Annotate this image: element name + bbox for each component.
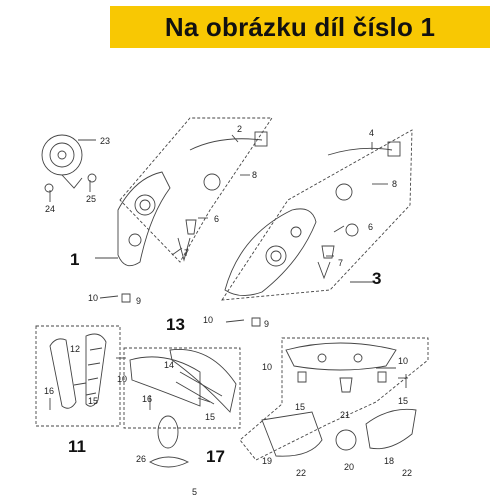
indicator-11-part <box>35 325 121 427</box>
callout-number: 24 <box>45 204 55 214</box>
callout-number: 19 <box>262 456 272 466</box>
indicator-13-part <box>116 347 241 429</box>
callout-number: 10 <box>398 356 408 366</box>
callout-number: 15 <box>205 412 215 422</box>
group-label-11: 11 <box>68 437 86 456</box>
callout-labels: 23 24 25 2 8 6 7 10 9 4 8 6 7 10 9 12 16… <box>44 124 412 497</box>
horn-part <box>41 134 97 193</box>
callout-number: 10 <box>117 374 127 384</box>
group-label-13: 13 <box>166 315 185 334</box>
callout-number: 22 <box>402 468 412 478</box>
callout-number: 16 <box>142 394 152 404</box>
callout-number: 16 <box>44 386 54 396</box>
group-label-3: 3 <box>372 269 381 288</box>
callout-number: 23 <box>100 136 110 146</box>
callout-number: 12 <box>70 344 80 354</box>
callout-number: 2 <box>237 124 242 134</box>
callout-number: 14 <box>164 360 174 370</box>
callout-number: 9 <box>264 319 269 329</box>
callout-number: 22 <box>296 468 306 478</box>
callout-number: 8 <box>252 170 257 180</box>
title-banner: Na obrázku díl číslo 1 <box>110 6 490 48</box>
callout-number: 10 <box>262 362 272 372</box>
callout-number: 20 <box>344 462 354 472</box>
callout-number: 6 <box>214 214 219 224</box>
callout-number: 10 <box>203 315 213 325</box>
reflector-part <box>149 415 190 468</box>
callout-number: 10 <box>88 293 98 303</box>
group-label-1: 1 <box>70 250 79 269</box>
headlight-3-part <box>221 129 413 327</box>
callout-number: 15 <box>398 396 408 406</box>
headlight-1-part <box>99 117 273 303</box>
callout-number: 7 <box>184 248 189 258</box>
callout-number: 7 <box>338 258 343 268</box>
page-title: Na obrázku díl číslo 1 <box>164 11 436 42</box>
callout-number: 18 <box>384 456 394 466</box>
callout-number: 25 <box>86 194 96 204</box>
callout-number: 21 <box>340 410 350 420</box>
callout-number: 6 <box>368 222 373 232</box>
callout-number: 8 <box>392 179 397 189</box>
callout-number: 26 <box>136 454 146 464</box>
group-label-17: 17 <box>206 447 225 466</box>
callout-number: 5 <box>192 487 197 497</box>
callout-number: 4 <box>369 128 374 138</box>
callout-number: 9 <box>136 296 141 306</box>
callout-number: 15 <box>295 402 305 412</box>
callout-number: 15 <box>88 396 98 406</box>
